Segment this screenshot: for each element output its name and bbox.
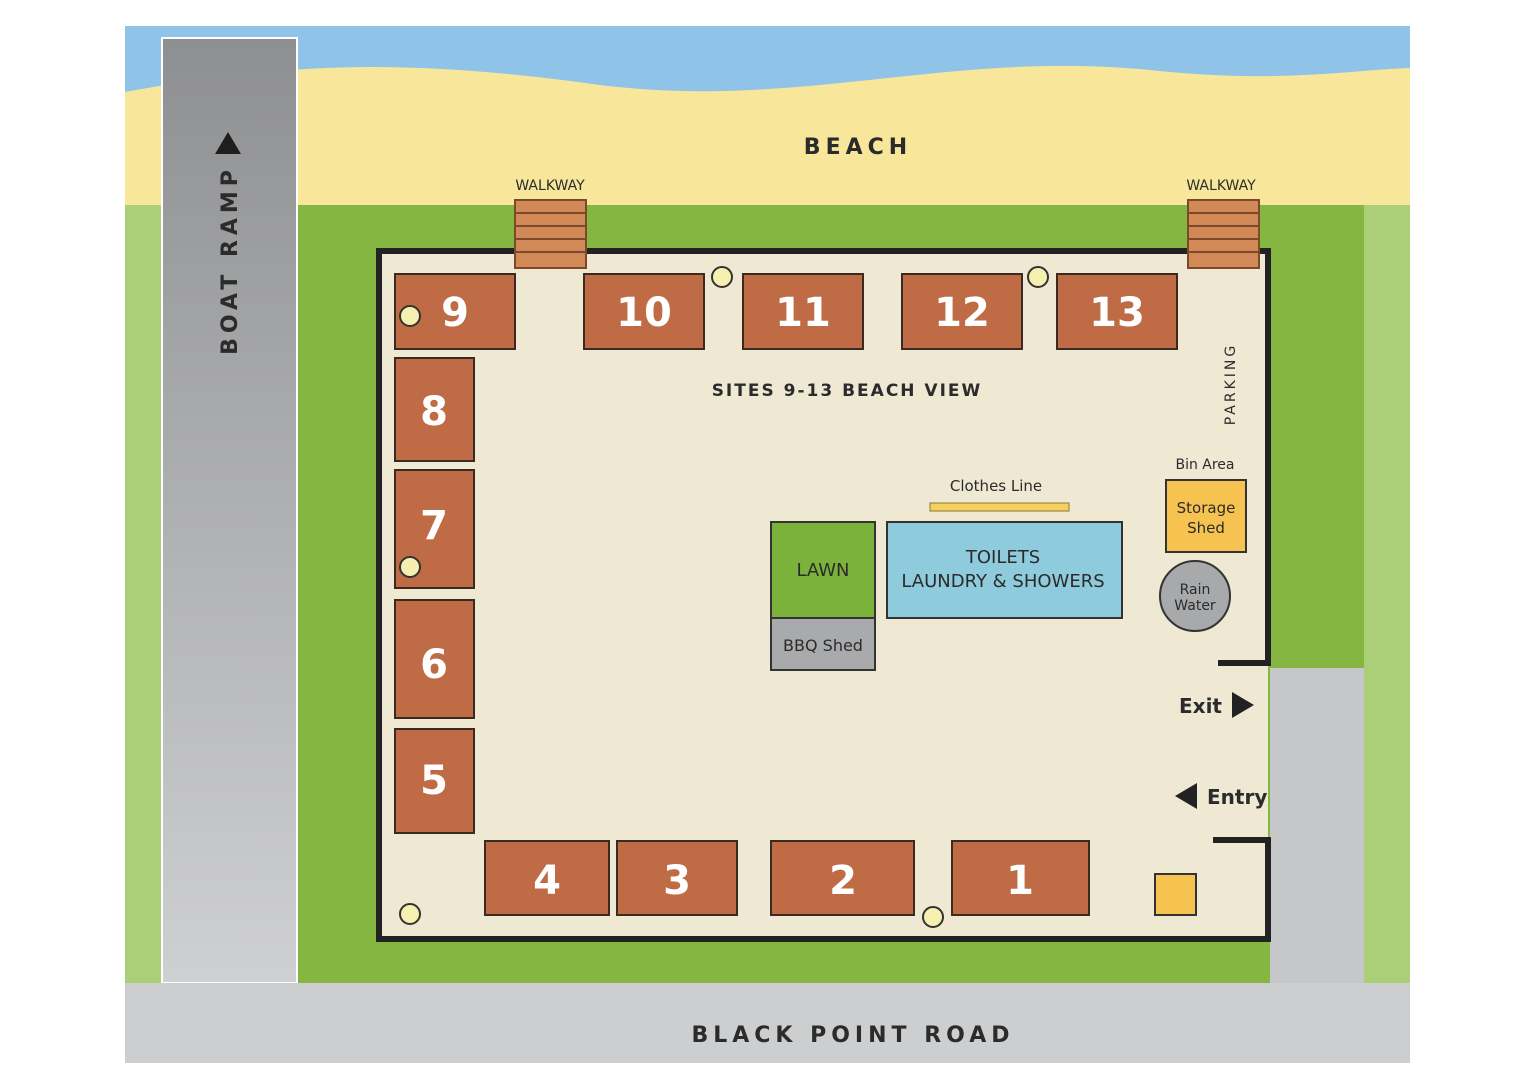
site-13-number: 13	[1089, 290, 1145, 336]
site-7-number: 7	[420, 503, 448, 549]
storage-shed[interactable]	[1165, 479, 1247, 553]
site-8[interactable]: 8	[394, 357, 475, 462]
park-boundary	[376, 248, 1271, 942]
site-13[interactable]: 13	[1056, 273, 1178, 350]
site-12-number: 12	[934, 290, 990, 336]
toilets-building[interactable]	[886, 521, 1123, 619]
tree-marker	[1027, 266, 1049, 288]
clothes-line-label: Clothes Line	[950, 477, 1042, 495]
tree-marker	[399, 556, 421, 578]
walkway-right	[1187, 199, 1260, 269]
exit-arrow-icon	[1232, 692, 1254, 718]
bbq-shed-label: BBQ Shed	[783, 636, 863, 655]
site-1-number: 1	[1006, 858, 1034, 904]
site-2[interactable]: 2	[770, 840, 915, 916]
beach-view-label: SITES 9-13 BEACH VIEW	[712, 381, 983, 401]
black-point-road	[125, 983, 1410, 1063]
access-road	[1270, 668, 1364, 983]
site-4-number: 4	[533, 858, 561, 904]
site-6[interactable]: 6	[394, 599, 475, 719]
site-5-number: 5	[420, 758, 448, 804]
toilets-label: TOILETS	[965, 547, 1040, 568]
lawn-label: LAWN	[796, 560, 849, 581]
tree-marker	[922, 906, 944, 928]
site-10[interactable]: 10	[583, 273, 705, 350]
boat-ramp-label: BOAT RAMP	[218, 165, 243, 355]
entry-label: Entry	[1207, 785, 1267, 809]
grass-strip-right	[1364, 205, 1410, 983]
grass-strip-left	[125, 205, 162, 983]
site-8-number: 8	[420, 389, 448, 435]
site-3-number: 3	[663, 858, 691, 904]
entry-box	[1154, 873, 1197, 916]
parking-label: PARKING	[1223, 343, 1239, 425]
entry-arrow-icon	[1175, 783, 1197, 809]
walkway-left	[514, 199, 587, 269]
site-3[interactable]: 3	[616, 840, 738, 916]
site-1[interactable]: 1	[951, 840, 1090, 916]
bin-area-label: Bin Area	[1175, 457, 1234, 473]
beach-label: BEACH	[804, 135, 912, 160]
beach-sand	[125, 65, 1410, 205]
walkway-left-label: WALKWAY	[515, 178, 585, 194]
site-11[interactable]: 11	[742, 273, 864, 350]
tree-marker	[399, 305, 421, 327]
tree-marker	[711, 266, 733, 288]
site-10-number: 10	[616, 290, 672, 336]
site-9-number: 9	[441, 290, 469, 336]
site-4[interactable]: 4	[484, 840, 610, 916]
storage-shed-label-2: Shed	[1187, 519, 1225, 537]
site-6-number: 6	[420, 642, 448, 688]
exit-label: Exit	[1179, 694, 1222, 718]
boat-ramp	[161, 37, 298, 984]
rain-water-label-2: Water	[1174, 598, 1216, 614]
storage-shed-label-1: Storage	[1177, 499, 1236, 517]
walkway-right-label: WALKWAY	[1186, 178, 1256, 194]
laundry-showers-label: LAUNDRY & SHOWERS	[901, 571, 1104, 592]
rain-water-label-1: Rain	[1180, 582, 1211, 598]
tree-marker	[399, 903, 421, 925]
clothes-line	[929, 502, 1070, 512]
road-label: BLACK POINT ROAD	[691, 1023, 1014, 1048]
bbq-shed[interactable]	[770, 617, 876, 671]
site-12[interactable]: 12	[901, 273, 1023, 350]
site-5[interactable]: 5	[394, 728, 475, 834]
boat-ramp-arrow-icon	[215, 132, 241, 154]
rain-water-tank[interactable]	[1159, 560, 1231, 632]
site-2-number: 2	[829, 858, 857, 904]
site-11-number: 11	[775, 290, 831, 336]
